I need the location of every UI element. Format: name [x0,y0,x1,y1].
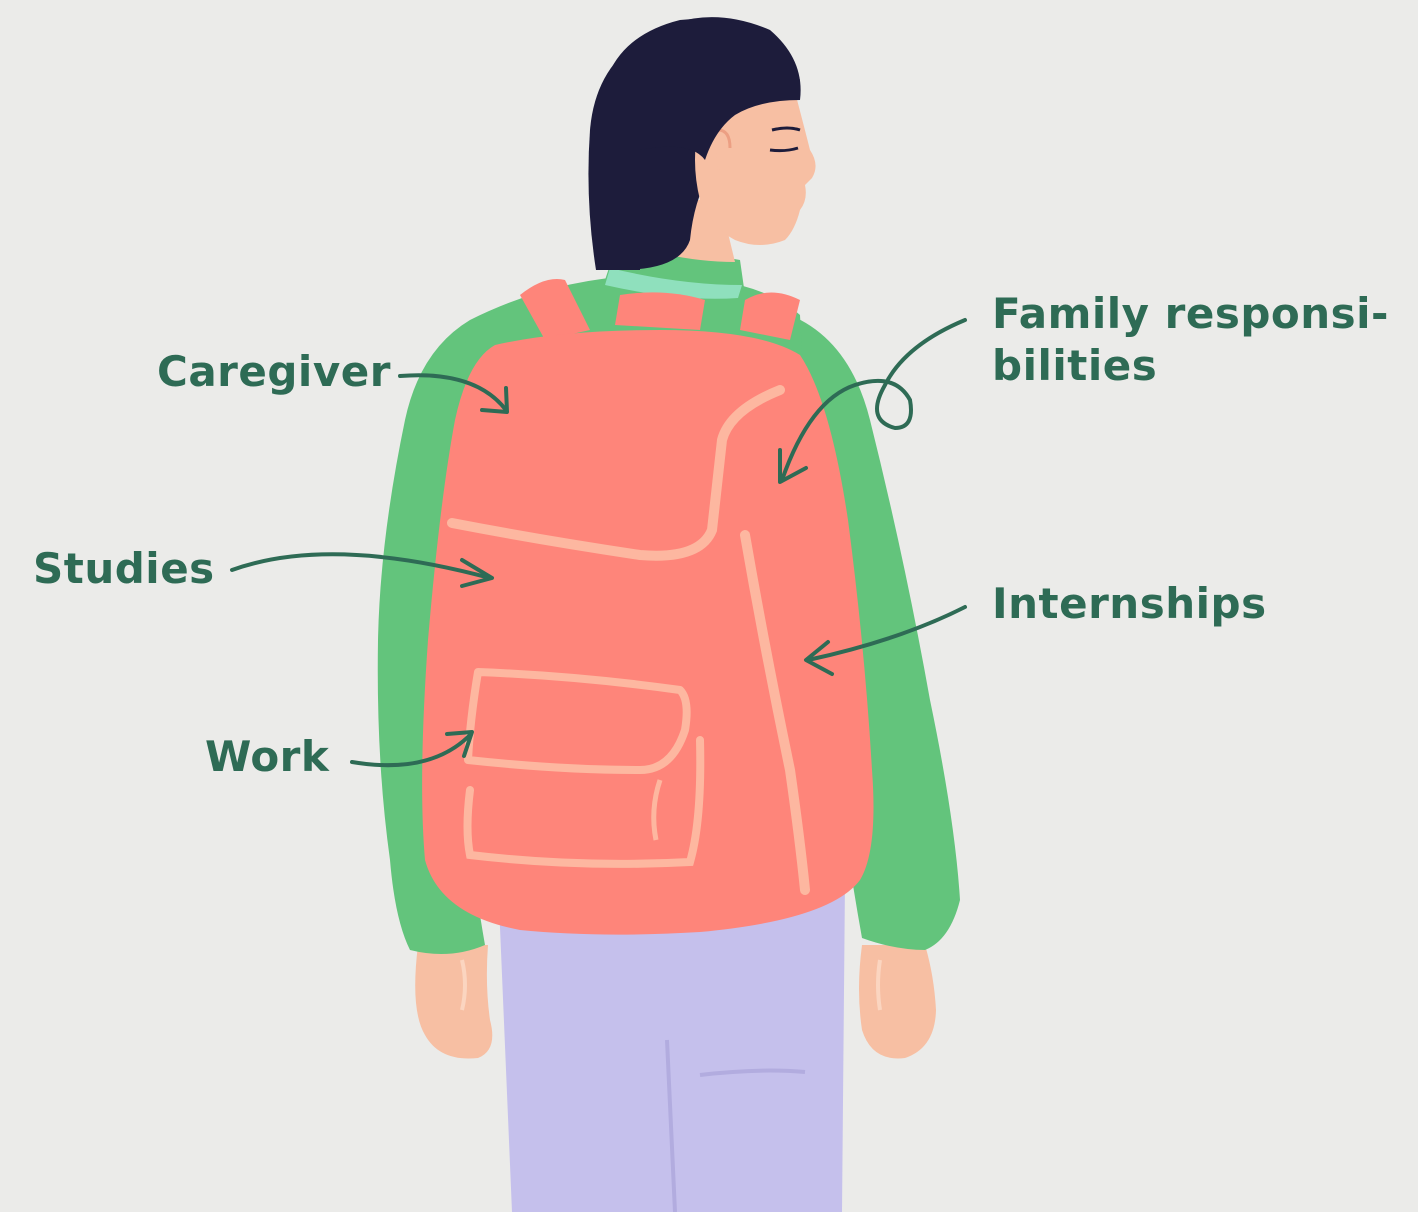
label-family-line-1: Family responsi- [992,288,1389,340]
label-family-responsibilities: Family responsi- bilities [992,288,1389,392]
label-family-line-2: bilities [992,340,1389,392]
label-caregiver: Caregiver [157,346,391,398]
backpack [422,279,873,935]
label-studies: Studies [33,543,215,595]
label-work: Work [205,731,329,783]
head [588,17,815,270]
label-internships: Internships [992,578,1267,630]
